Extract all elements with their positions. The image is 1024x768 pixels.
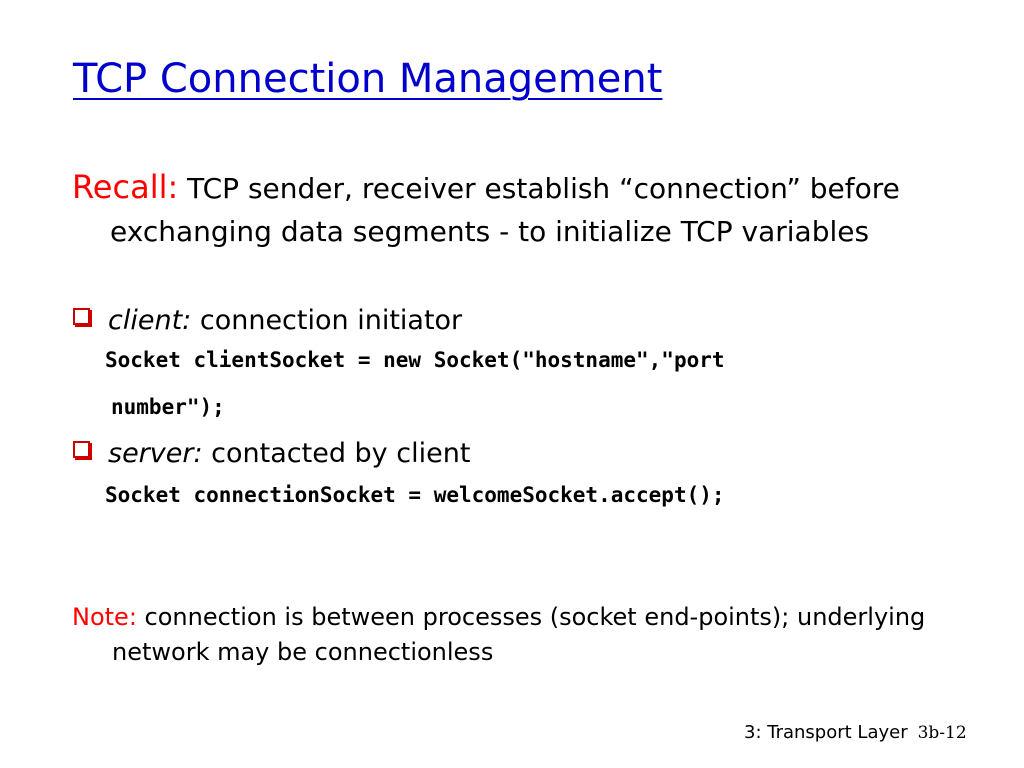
server-code-line: Socket connectionSocket = welcomeSocket.… [105, 483, 725, 507]
note-text: connection is between processes (socket … [112, 603, 926, 666]
slide-title: TCP Connection Management [73, 56, 663, 102]
bullet-client: client: connection initiator [73, 301, 462, 341]
client-code-line-2: number"); [111, 395, 225, 419]
recall-paragraph: Recall: TCP sender, receiver establish “… [72, 166, 930, 253]
recall-label: Recall: [72, 168, 179, 206]
bullet-server-term: server: [108, 438, 203, 469]
checkbox-bullet-icon [73, 308, 90, 325]
note-paragraph: Note: connection is between processes (s… [72, 600, 952, 670]
client-code-line-1: Socket clientSocket = new Socket("hostna… [105, 348, 725, 372]
bullet-client-term: client: [108, 305, 192, 336]
bullet-client-text: connection initiator [199, 305, 463, 336]
bullet-server-text: contacted by client [211, 438, 471, 469]
recall-text: TCP sender, receiver establish “connecti… [110, 172, 900, 248]
footer-chapter: 3: Transport Layer [744, 722, 908, 743]
bullet-server: server: contacted by client [73, 434, 470, 474]
note-label: Note: [72, 603, 137, 631]
checkbox-bullet-icon [73, 441, 90, 458]
page-number: 3b-12 [917, 723, 967, 743]
slide-footer: 3: Transport Layer 3b-12 [744, 722, 967, 743]
